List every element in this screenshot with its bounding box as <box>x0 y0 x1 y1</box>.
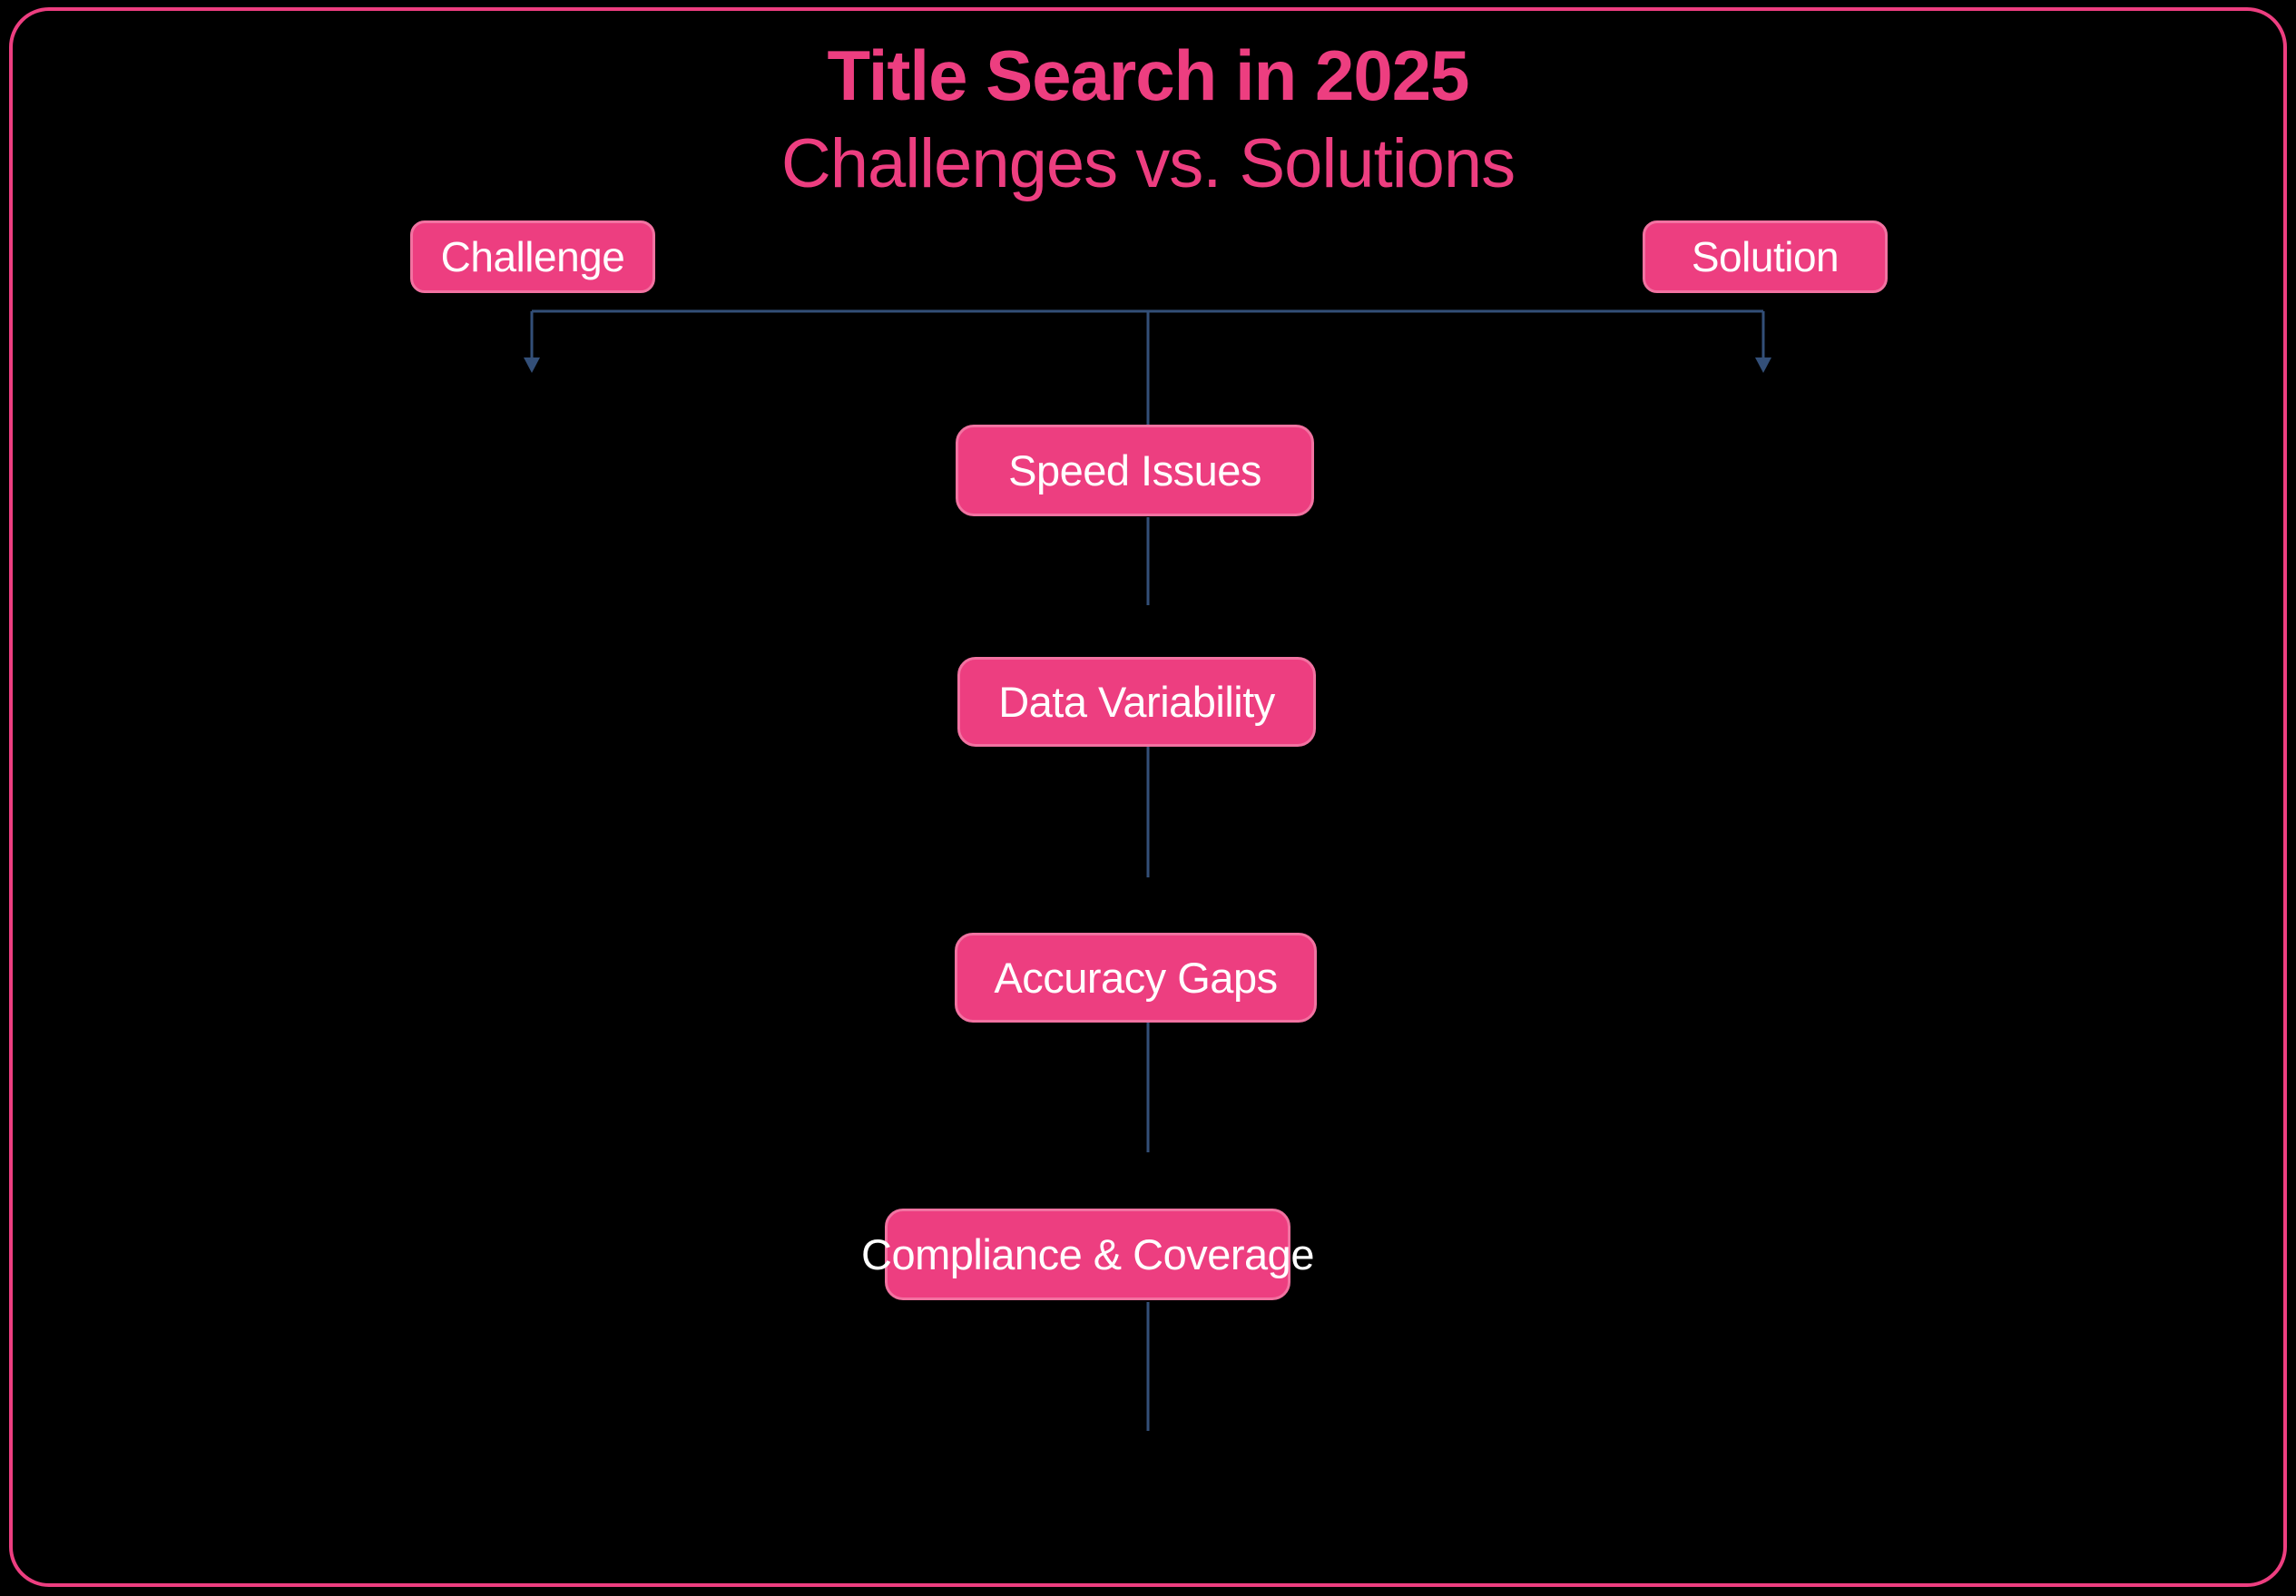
flow-node-accuracy-gaps: Accuracy Gaps <box>955 933 1317 1023</box>
legend-node-solution: Solution <box>1643 220 1888 293</box>
flow-node-accuracy-gaps-label: Accuracy Gaps <box>994 954 1278 1002</box>
flow-node-compliance-coverage-label: Compliance & Coverage <box>861 1230 1314 1278</box>
flow-node-speed-issues-label: Speed Issues <box>1008 446 1261 494</box>
arrow-down-icon <box>1755 357 1771 373</box>
flow-node-compliance-coverage: Compliance & Coverage <box>861 1209 1314 1300</box>
diagram-title: Title Search in 2025 <box>827 35 1470 115</box>
flow-node-speed-issues: Speed Issues <box>956 425 1314 516</box>
legend-node-challenge-label: Challenge <box>440 233 625 280</box>
legend-node-solution-label: Solution <box>1691 233 1840 280</box>
flow-node-data-variability-label: Data Variability <box>998 678 1275 726</box>
legend-node-challenge: Challenge <box>410 220 655 293</box>
diagram-subtitle: Challenges vs. Solutions <box>780 125 1516 202</box>
arrow-down-icon <box>524 357 540 373</box>
flow-node-data-variability: Data Variability <box>957 657 1316 747</box>
